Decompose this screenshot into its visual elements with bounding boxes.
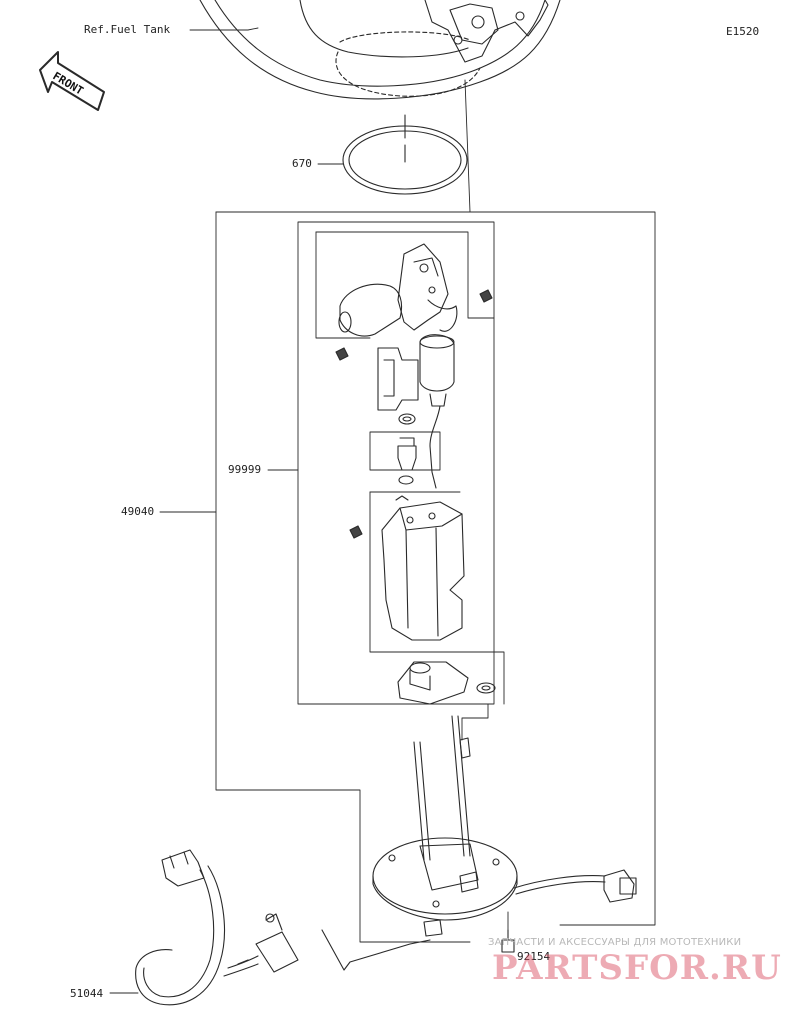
output-harness: [513, 869, 637, 903]
callout-92154: 92154: [517, 950, 551, 963]
gasket-670: [342, 114, 468, 195]
wire-harness-51044: [135, 849, 431, 1006]
leader-lines: [109, 27, 509, 994]
callout-49040: 49040: [121, 505, 155, 518]
pump-flange-gasket: [397, 661, 469, 705]
fuel-pump-motor: [338, 243, 458, 489]
callout-99999: 99999: [228, 463, 262, 476]
pump-base-plate: [372, 715, 518, 937]
subassembly-frame-99999: [297, 221, 505, 741]
fuel-fitting: [397, 437, 417, 471]
front-direction-arrow: [39, 51, 105, 111]
diagram-code: E1520: [726, 25, 760, 38]
pump-housing: [381, 495, 465, 641]
callout-51044: 51044: [70, 987, 104, 1000]
callout-ref-fuel-tank: Ref.Fuel Tank: [84, 23, 171, 36]
watermark-tagline: ЗАПЧАСТИ И АКСЕССУАРЫ ДЛЯ МОТОТЕХНИКИ: [488, 937, 742, 948]
hardware-bolts: [335, 289, 515, 953]
callout-670: 670: [292, 157, 312, 170]
watermark-logo: PARTSFOR.RU: [492, 948, 782, 988]
fuel-tank-outline: [199, 0, 561, 100]
assembly-frame-49040: [215, 211, 656, 943]
